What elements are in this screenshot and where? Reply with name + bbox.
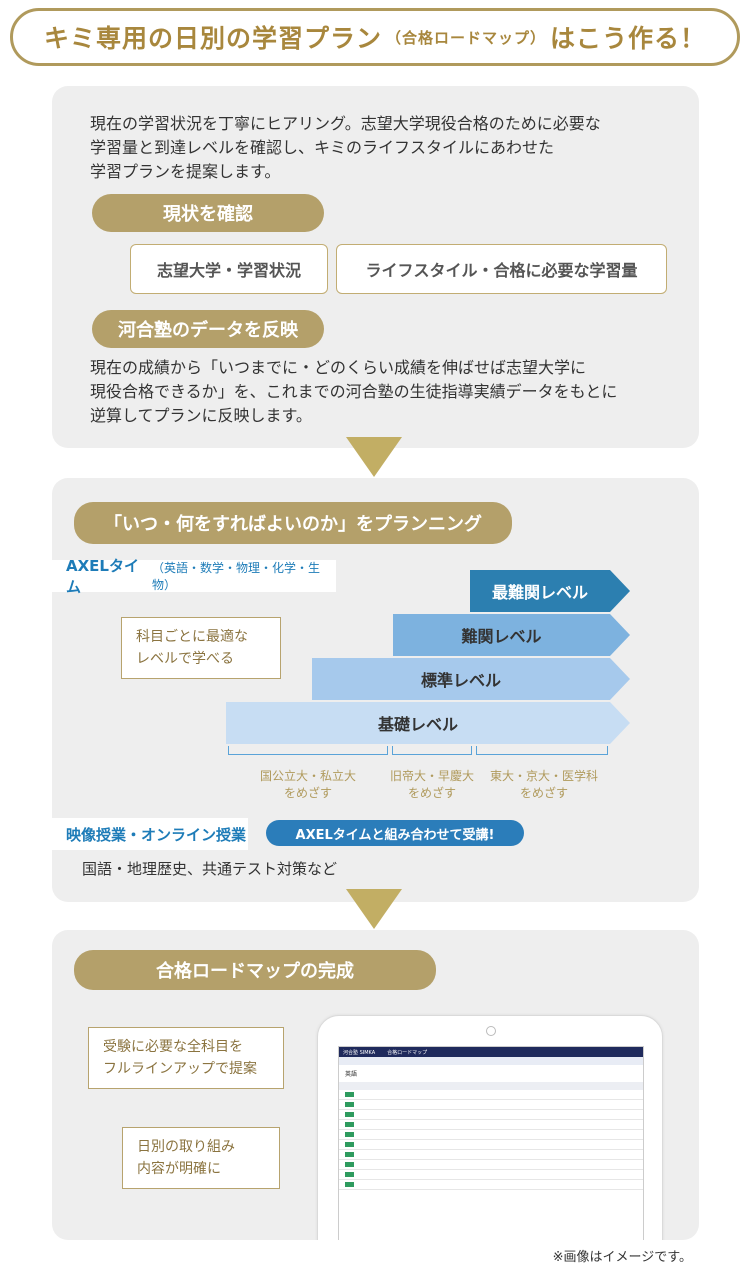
lifestyle-box: ライフスタイル・合格に必要な学習量: [336, 244, 667, 294]
video-description: 国語・地理歴史、共通テスト対策など: [82, 860, 338, 878]
title-end: はこう作る！: [550, 24, 707, 53]
axel-time-label: AXELタイム （英語・数学・物理・化学・生物）: [52, 557, 336, 596]
bracket-label-todai: 東大・京大・医学科 をめざす: [484, 768, 604, 802]
table-row: [339, 1120, 643, 1130]
data-line: 現役合格できるか」を、これまでの河合塾の生徒指導実績データをもとに: [90, 382, 618, 401]
bracket-text: をめざす: [407, 786, 456, 800]
bracket-text: をめざす: [283, 786, 332, 800]
bracket-label-imperial: 旧帝大・早慶大 をめざす: [382, 768, 482, 802]
table-row: [339, 1100, 643, 1110]
check-status-pill: 現状を確認: [92, 194, 324, 232]
callout-line: レベルで学べる: [136, 651, 234, 667]
level-top: 最難関レベル: [470, 570, 630, 612]
table-row: [339, 1110, 643, 1120]
intro-line: 学習量と到達レベルを確認し、キミのライフスタイルにあわせた: [90, 138, 555, 157]
section-planning: 「いつ・何をすればよいのか」をプランニング AXELタイム （英語・数学・物理・…: [52, 478, 699, 902]
combination-badge: AXELタイムと組み合わせて受講!: [266, 820, 524, 846]
table-row: [339, 1090, 643, 1100]
video-lesson-label: 映像授業・オンライン授業: [52, 818, 248, 850]
bracket-label-national: 国公立大・私立大 をめざす: [246, 768, 370, 802]
roadmap-complete-pill: 合格ロードマップの完成: [74, 950, 436, 990]
tablet-image: 河合塾 SIMKA 合格ロードマップ 英語: [317, 1015, 663, 1240]
image-note: ※画像はイメージです。: [552, 1250, 692, 1265]
level-hard: 難関レベル: [393, 614, 630, 656]
screen-header: 河合塾 SIMKA 合格ロードマップ: [339, 1047, 643, 1057]
data-line: 現在の成績から「いつまでに・どのくらい成績を伸ばせば志望大学に: [90, 358, 587, 377]
screen-brand: 河合塾 SIMKA: [343, 1049, 376, 1056]
bracket-todai: [476, 746, 608, 755]
callout-line: 日別の取り組み: [137, 1139, 235, 1155]
callout-line: フルラインアップで提案: [103, 1061, 257, 1077]
screen-subject: 英語: [345, 1071, 358, 1078]
kawaijuku-data-pill: 河合塾のデータを反映: [92, 310, 324, 348]
title-main: キミ専用の日別の学習プラン: [43, 24, 382, 53]
page-title: キミ専用の日別の学習プラン （合格ロードマップ） はこう作る！: [10, 8, 740, 66]
bracket-national: [228, 746, 388, 755]
down-arrow-icon: [346, 889, 402, 929]
callout-line: 受験に必要な全科目を: [103, 1039, 243, 1055]
tablet-screen: 河合塾 SIMKA 合格ロードマップ 英語: [338, 1046, 644, 1240]
daily-plan-callout: 日別の取り組み 内容が明確に: [122, 1127, 280, 1189]
bracket-text: 東大・京大・医学科: [489, 769, 598, 783]
hearing-intro: 現在の学習状況を丁寧にヒアリング。志望大学現役合格のために必要な 学習量と到達レ…: [90, 112, 601, 184]
table-row: [339, 1140, 643, 1150]
screen-title: 合格ロードマップ: [387, 1049, 428, 1056]
bracket-text: 旧帝大・早慶大: [389, 769, 474, 783]
section-roadmap: 合格ロードマップの完成 受験に必要な全科目を フルラインアップで提案 日別の取り…: [52, 930, 699, 1240]
bracket-imperial: [392, 746, 472, 755]
planning-pill: 「いつ・何をすればよいのか」をプランニング: [74, 502, 512, 544]
bracket-text: をめざす: [519, 786, 568, 800]
table-row: [339, 1130, 643, 1140]
title-paren: （合格ロードマップ）: [385, 28, 546, 47]
screen-tabs: [339, 1057, 643, 1065]
table-row: [339, 1170, 643, 1180]
down-arrow-icon: [346, 437, 402, 477]
camera-icon: [486, 1026, 496, 1036]
level-standard: 標準レベル: [312, 658, 630, 700]
table-row: [339, 1150, 643, 1160]
data-line: 逆算してプランに反映します。: [90, 406, 312, 425]
data-description: 現在の成績から「いつまでに・どのくらい成績を伸ばせば志望大学に 現役合格できるか…: [90, 356, 617, 428]
bracket-text: 国公立大・私立大: [259, 769, 356, 783]
table-row: [339, 1160, 643, 1170]
intro-line: 現在の学習状況を丁寧にヒアリング。志望大学現役合格のために必要な: [90, 114, 601, 133]
axel-label: AXELタイム: [66, 557, 139, 596]
level-callout: 科目ごとに最適な レベルで学べる: [121, 617, 281, 679]
level-basic: 基礎レベル: [226, 702, 630, 744]
target-university-box: 志望大学・学習状況: [130, 244, 328, 294]
axel-subjects: （英語・数学・物理・化学・生物）: [152, 561, 321, 592]
table-row: [339, 1180, 643, 1190]
intro-line: 学習プランを提案します。: [90, 162, 281, 181]
callout-line: 内容が明確に: [137, 1161, 221, 1177]
all-subjects-callout: 受験に必要な全科目を フルラインアップで提案: [88, 1027, 284, 1089]
screen-table-header: [339, 1082, 643, 1090]
callout-line: 科目ごとに最適な: [136, 629, 248, 645]
section-hearing: 現在の学習状況を丁寧にヒアリング。志望大学現役合格のために必要な 学習量と到達レ…: [52, 86, 699, 448]
